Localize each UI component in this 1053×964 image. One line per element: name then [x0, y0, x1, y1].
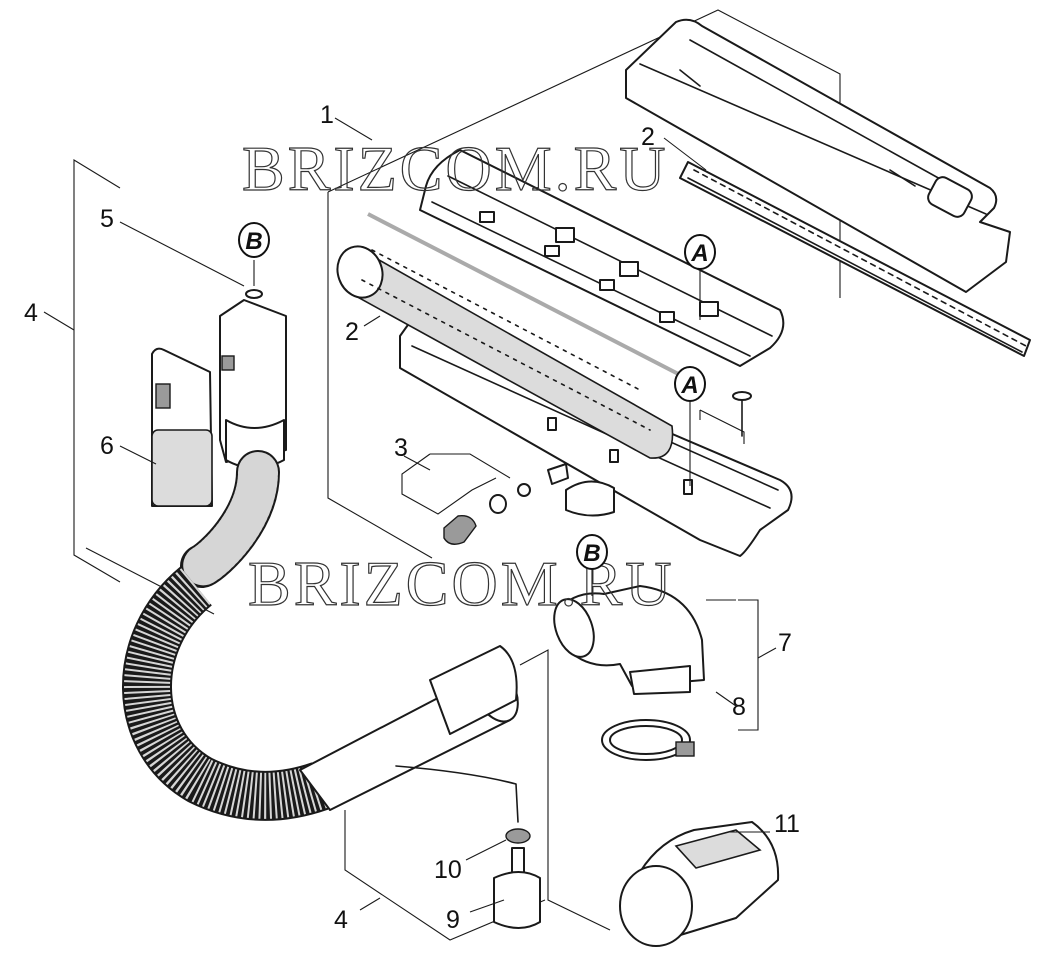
sleeve-part-6	[151, 347, 213, 507]
nozzle-tip-parts	[493, 828, 541, 929]
callout-3: 3	[394, 434, 408, 462]
callout-7: 7	[778, 629, 792, 657]
elbow-part-7	[553, 585, 705, 695]
callout-9: 9	[446, 906, 460, 934]
hose-connector-part	[219, 289, 287, 469]
callout-6: 6	[100, 432, 114, 460]
callout-10: 10	[434, 856, 462, 884]
callout-11: 11	[774, 810, 800, 838]
svg-text:B: B	[583, 540, 600, 567]
rigid-tube-part	[299, 645, 519, 823]
callout-1: 1	[320, 101, 334, 129]
callout-2-upper: 2	[641, 123, 655, 151]
adapter-part-11	[619, 821, 780, 947]
watermark-middle: BRIZCOM.RU	[248, 548, 675, 619]
seal-rod	[367, 212, 691, 382]
nozzle-upper-body	[419, 149, 785, 367]
clamp-part-8	[601, 719, 695, 761]
flexible-hose-part	[122, 450, 329, 821]
marker-b-upper: B	[238, 222, 270, 258]
watermark-top: BRIZCOM.RU	[242, 133, 669, 204]
toothed-strip-part	[679, 161, 1031, 357]
marker-b-lower: B	[576, 534, 608, 570]
fitting-parts-3	[443, 463, 615, 545]
foam-roller-part	[336, 245, 674, 459]
callout-numbers: 1 2 2 3 4 4 5 6 7 8 9 10 11	[24, 101, 800, 934]
callout-2-lower: 2	[345, 318, 359, 346]
svg-text:A: A	[690, 240, 708, 267]
callout-5: 5	[100, 205, 114, 233]
marker-a-lower: A	[674, 366, 706, 402]
callout-4-lower: 4	[334, 906, 348, 934]
screw-part	[732, 391, 752, 437]
svg-text:A: A	[680, 372, 698, 399]
marker-a-upper: A	[684, 234, 716, 270]
callout-4-upper: 4	[24, 299, 38, 327]
top-cover-part	[625, 18, 1011, 293]
leader-lines	[119, 137, 770, 913]
callout-8: 8	[732, 693, 746, 721]
svg-text:B: B	[245, 228, 262, 255]
